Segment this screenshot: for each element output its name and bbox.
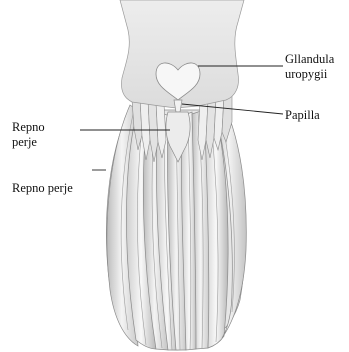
- label-repno-line2: perje: [12, 135, 45, 150]
- label-gllandula-uropygii: Gllandula uropygii: [285, 52, 334, 82]
- label-repno-line1: Repno: [12, 120, 45, 135]
- label-repno-perje-upper: Repno perje: [12, 120, 45, 150]
- label-papilla: Papilla: [285, 108, 320, 123]
- label-gland-line2: uropygii: [285, 67, 334, 82]
- label-gland-line1: Gllandula: [285, 52, 334, 67]
- label-repno-perje-lower: Repno perje: [12, 181, 73, 196]
